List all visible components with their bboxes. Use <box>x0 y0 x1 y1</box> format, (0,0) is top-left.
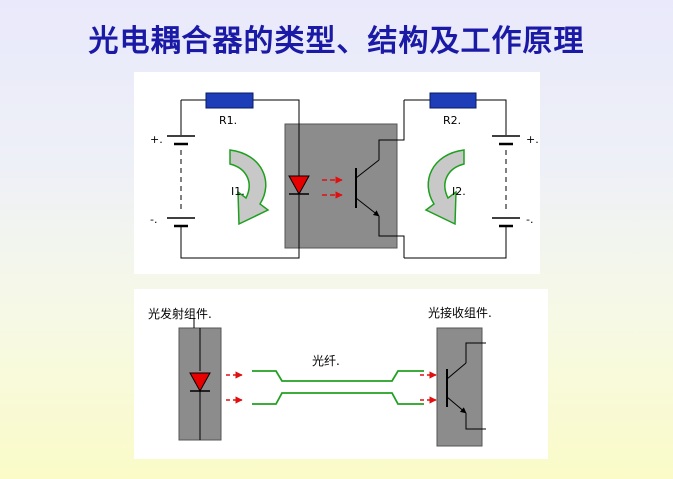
current-i1-label: I1. <box>231 185 245 198</box>
fiber-core-top <box>252 370 424 382</box>
receiver-label: 光接收组件. <box>428 305 492 320</box>
current-arrow-i1 <box>229 149 270 226</box>
resistor-r1-label: R1. <box>219 114 237 127</box>
left-minus-label: -. <box>150 213 157 226</box>
fiber-label: 光纤. <box>312 354 340 368</box>
right-plus-label: +. <box>526 133 539 146</box>
emitter-led-triangle <box>189 372 211 393</box>
resistor-r2-label: R2. <box>443 114 461 127</box>
right-minus-label: -. <box>526 213 533 226</box>
receiver-collector <box>446 362 467 380</box>
slide-title: 光电耦合器的类型、结构及工作原理 <box>88 24 585 59</box>
resistor-r1 <box>205 92 254 109</box>
current-i2-label: I2. <box>452 185 466 198</box>
phototransistor-collector <box>355 159 380 179</box>
phototransistor-emitter <box>355 197 380 217</box>
fiber-core-bottom <box>252 392 424 405</box>
receiver-collector-lead <box>465 342 486 363</box>
collector-wire <box>378 100 405 160</box>
current-arrow-i2 <box>424 149 465 226</box>
receiver-emitter-lead <box>465 413 486 430</box>
left-loop-wire <box>180 100 300 259</box>
receiver-module <box>436 327 483 447</box>
resistor-r2 <box>429 92 477 109</box>
optocoupler-circuit-svg: R1. +. -. I1. R2. <box>150 92 539 259</box>
left-top-wire <box>181 99 300 176</box>
emitter-label: 光发射组件. <box>148 306 212 321</box>
emitter-wire <box>378 216 405 258</box>
led-triangle <box>288 175 310 196</box>
receiver-emitter <box>446 396 467 414</box>
left-plus-label: +. <box>150 133 163 146</box>
fiber-optic-coupler-diagram: 光发射组件. 光接收组件. 光纤. <box>134 289 548 459</box>
fiber-optic-coupler-svg: 光发射组件. 光接收组件. 光纤. <box>148 305 492 447</box>
optocoupler-circuit-diagram: R1. +. -. I1. R2. <box>134 72 540 274</box>
